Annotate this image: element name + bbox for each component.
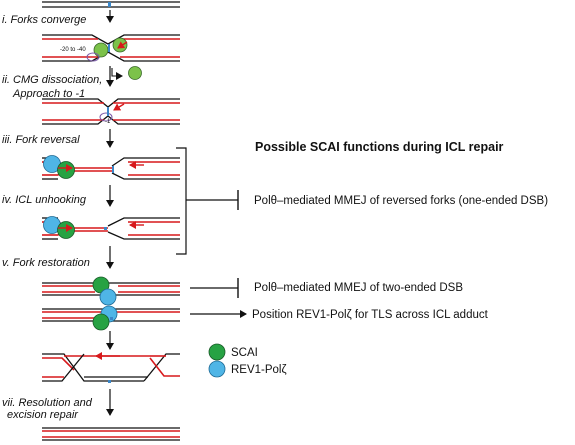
initial-duplex: [42, 1, 180, 8]
legend-scai-label: SCAI: [231, 347, 258, 359]
step-ii-label-line2: Approach to -1: [12, 88, 85, 100]
restored-fork-dsb: [42, 276, 180, 306]
step-v-label: v. Fork restoration: [2, 257, 90, 269]
icl-crosslink-icon: [112, 166, 114, 173]
rev1-polzeta-icon: [99, 288, 117, 306]
position-20-40: -20 to -40: [60, 47, 86, 53]
legend-rev1-label: REV1-Polζ: [231, 364, 287, 376]
icl-crosslink-icon: [107, 107, 109, 116]
function-mmej-reversed: Polθ–mediated MMEJ of reversed forks (on…: [254, 195, 548, 207]
cmg-helicase-icon: [112, 37, 128, 53]
approach-to-minus-1: [42, 98, 180, 125]
reversed-fork: [42, 155, 180, 180]
function-position-rev1: Position REV1-Polζ for TLS across ICL ad…: [252, 309, 489, 321]
legend-rev1-icon: [208, 360, 226, 378]
legend: SCAI REV1-Polζ: [208, 343, 287, 378]
icl-crosslink-icon: [108, 44, 110, 52]
restored-fork-tls: [42, 305, 180, 331]
icl-adduct-icon: [108, 380, 111, 383]
cmg-release: [111, 66, 142, 80]
reversal-bracket: [176, 147, 239, 255]
icl-adduct-icon: [104, 227, 107, 230]
position-minus-1: -1: [105, 119, 111, 125]
converging-forks: [42, 34, 180, 62]
unhooked-fork: [42, 216, 180, 240]
step-iii-label: iii. Fork reversal: [2, 134, 80, 146]
scai-icon: [57, 221, 75, 239]
scai-icon: [92, 313, 110, 331]
icl-adduct-icon: [110, 317, 113, 320]
icl-crosslink-icon: [108, 2, 111, 7]
step-vii-label-line2: excision repair: [7, 409, 79, 421]
cmg-helicase-icon: [128, 66, 142, 80]
cmg-helicase-icon: [93, 42, 109, 58]
step-iv-label: iv. ICL unhooking: [2, 194, 87, 206]
step-ii-label-line1: ii. CMG dissociation,: [2, 74, 102, 86]
step-vii-label-line1: vii. Resolution and: [2, 397, 93, 409]
function-mmej-two-ended: Polθ–mediated MMEJ of two-ended DSB: [254, 282, 463, 294]
recombination-intermediate: [42, 352, 180, 383]
inhibition-line-two-ended: [190, 278, 239, 298]
scai-icon: [57, 161, 75, 179]
step-i-label: i. Forks converge: [2, 14, 86, 26]
resolved-duplexes: [42, 427, 180, 441]
functions-heading: Possible SCAI functions during ICL repai…: [255, 140, 504, 154]
legend-scai-icon: [208, 343, 226, 361]
